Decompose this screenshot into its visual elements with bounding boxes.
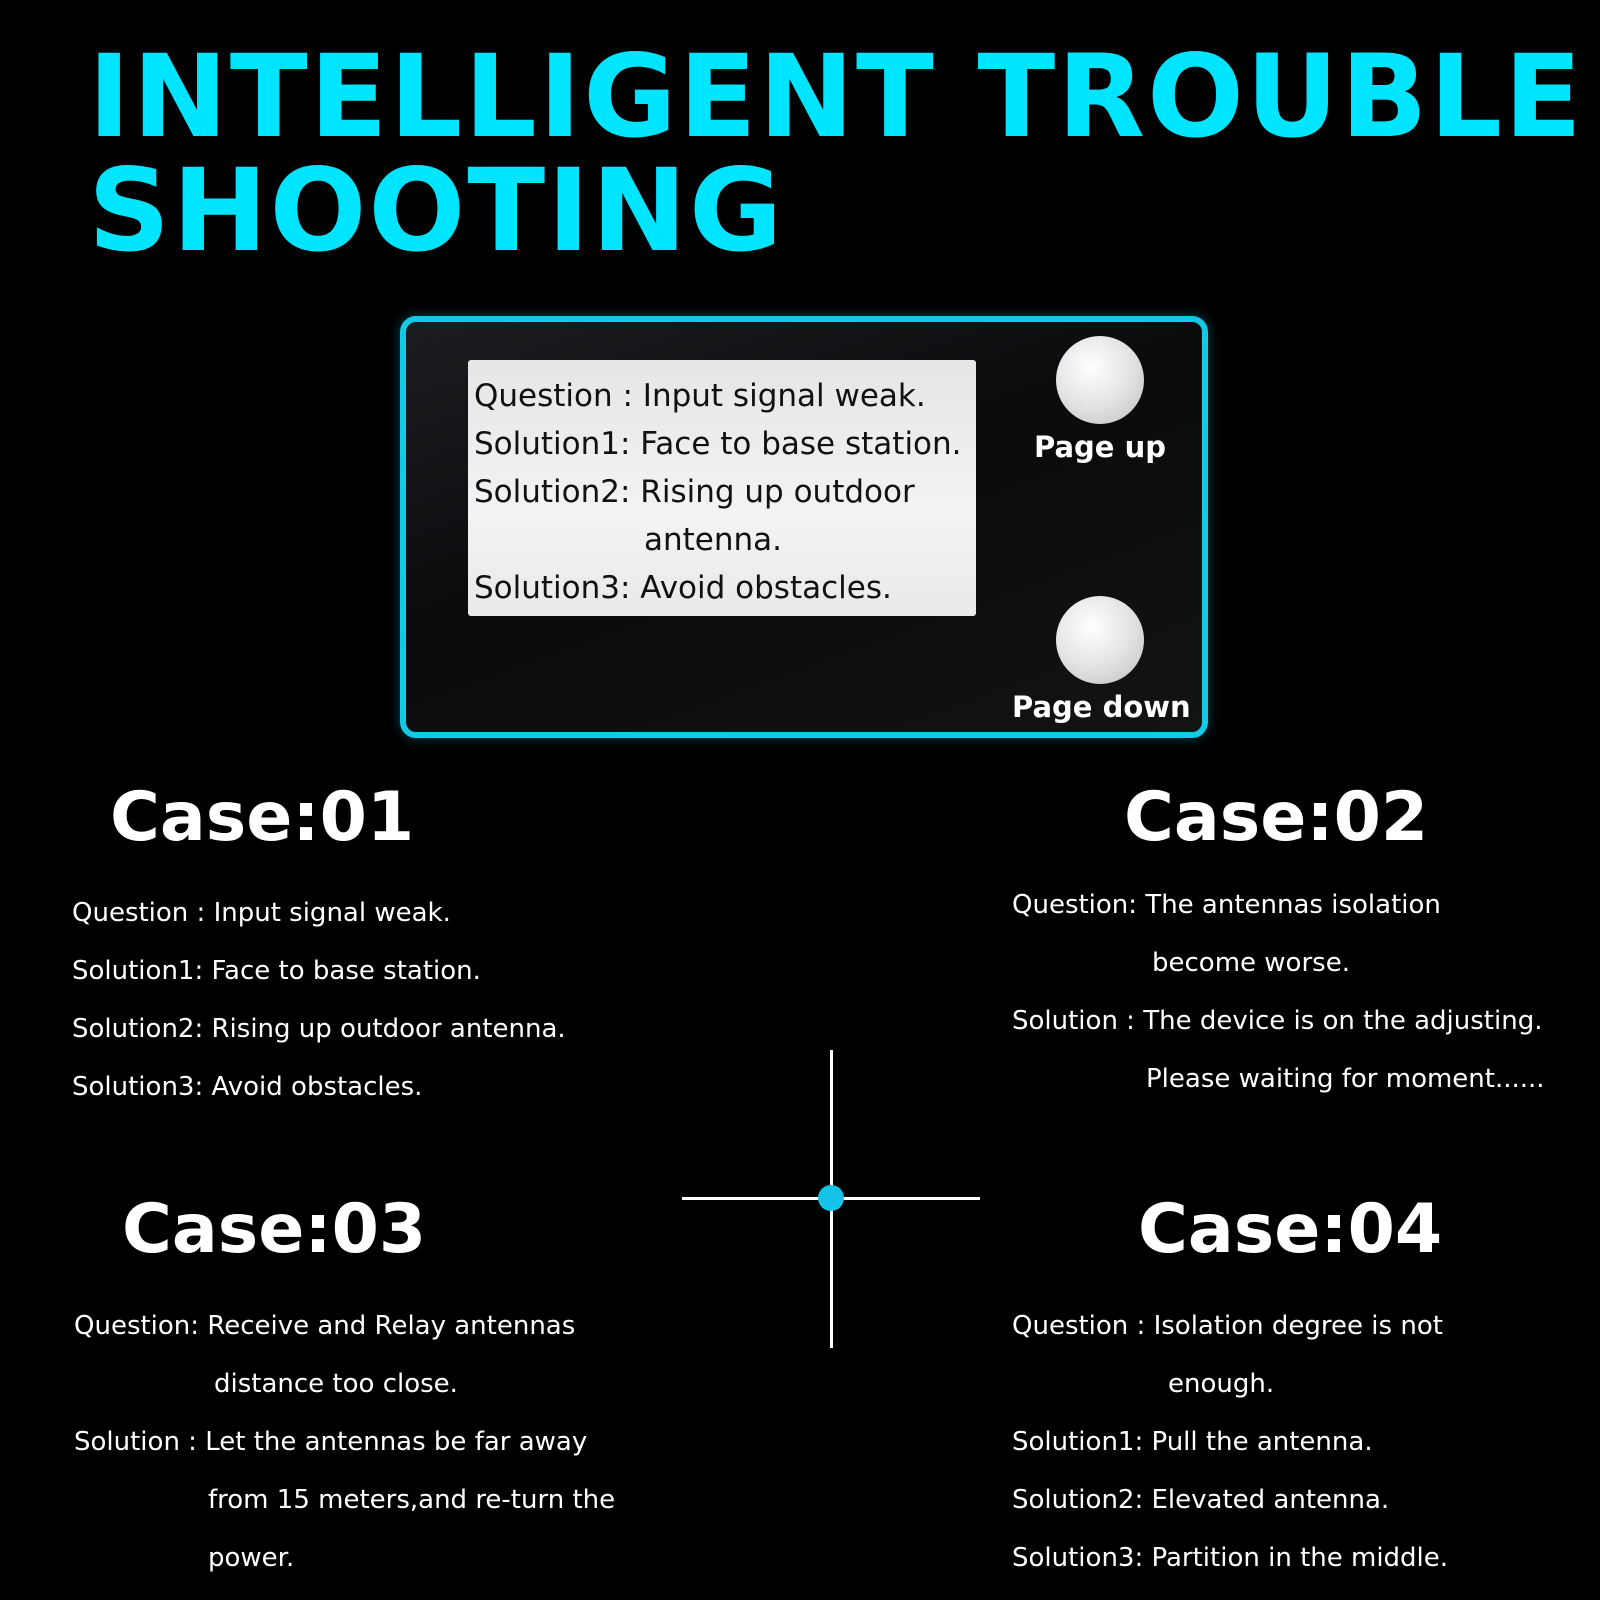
case-line: Question: Receive and Relay antennas: [74, 1311, 576, 1341]
case-line: enough.: [1168, 1369, 1275, 1399]
case-04-title: Case:04: [1138, 1190, 1443, 1269]
device-panel: Question : Input signal weak. Solution1:…: [400, 316, 1208, 738]
case-02-title: Case:02: [1124, 778, 1429, 857]
page-down-button[interactable]: [1056, 596, 1144, 684]
lcd-line: Solution1: Face to base station.: [474, 426, 962, 462]
lcd-screen: Question : Input signal weak. Solution1:…: [468, 360, 976, 616]
lcd-line: Solution2: Rising up outdoor: [474, 474, 915, 510]
case-line: Solution1: Pull the antenna.: [1012, 1427, 1373, 1457]
case-line: Question : Input signal weak.: [72, 898, 451, 928]
case-line: power.: [208, 1543, 295, 1573]
case-line: from 15 meters,and re-turn the: [208, 1485, 616, 1515]
case-line: Solution : Let the antennas be far away: [74, 1427, 588, 1457]
case-03-text: Question: Receive and Relay antennas dis…: [74, 1297, 615, 1587]
case-04-text: Question : Isolation degree is not enoug…: [1012, 1297, 1448, 1587]
lcd-line: Question : Input signal weak.: [474, 378, 926, 414]
case-line: Solution2: Elevated antenna.: [1012, 1485, 1390, 1515]
case-03-title: Case:03: [122, 1190, 427, 1269]
page-title: INTELLIGENT TROUBLE SHOOTING: [88, 30, 1584, 277]
page-title-line-1: INTELLIGENT TROUBLE: [88, 30, 1584, 163]
case-line: Solution1: Face to base station.: [72, 956, 481, 986]
crosshair-center-dot: [818, 1185, 844, 1211]
case-01-text: Question : Input signal weak. Solution1:…: [72, 884, 566, 1116]
case-line: distance too close.: [214, 1369, 458, 1399]
case-line: Question: The antennas isolation: [1012, 890, 1441, 920]
lcd-line: Solution3: Avoid obstacles.: [474, 570, 892, 606]
case-line: become worse.: [1152, 948, 1350, 978]
lcd-line: antenna.: [644, 522, 783, 558]
case-02-text: Question: The antennas isolation become …: [1012, 876, 1545, 1108]
case-01-title: Case:01: [110, 778, 415, 857]
page-up-label: Page up: [1034, 430, 1166, 464]
case-line: Solution3: Partition in the middle.: [1012, 1543, 1449, 1573]
page-up-button[interactable]: [1056, 336, 1144, 424]
case-line: Please waiting for moment......: [1146, 1064, 1545, 1094]
case-line: Question : Isolation degree is not: [1012, 1311, 1443, 1341]
page-title-line-2: SHOOTING: [88, 144, 785, 277]
case-line: Solution3: Avoid obstacles.: [72, 1072, 423, 1102]
page-down-control: Page down: [1012, 596, 1191, 724]
page-down-label: Page down: [1012, 690, 1191, 724]
case-line: Solution2: Rising up outdoor antenna.: [72, 1014, 566, 1044]
page-up-control: Page up: [1012, 336, 1188, 464]
case-line: Solution : The device is on the adjustin…: [1012, 1006, 1543, 1036]
